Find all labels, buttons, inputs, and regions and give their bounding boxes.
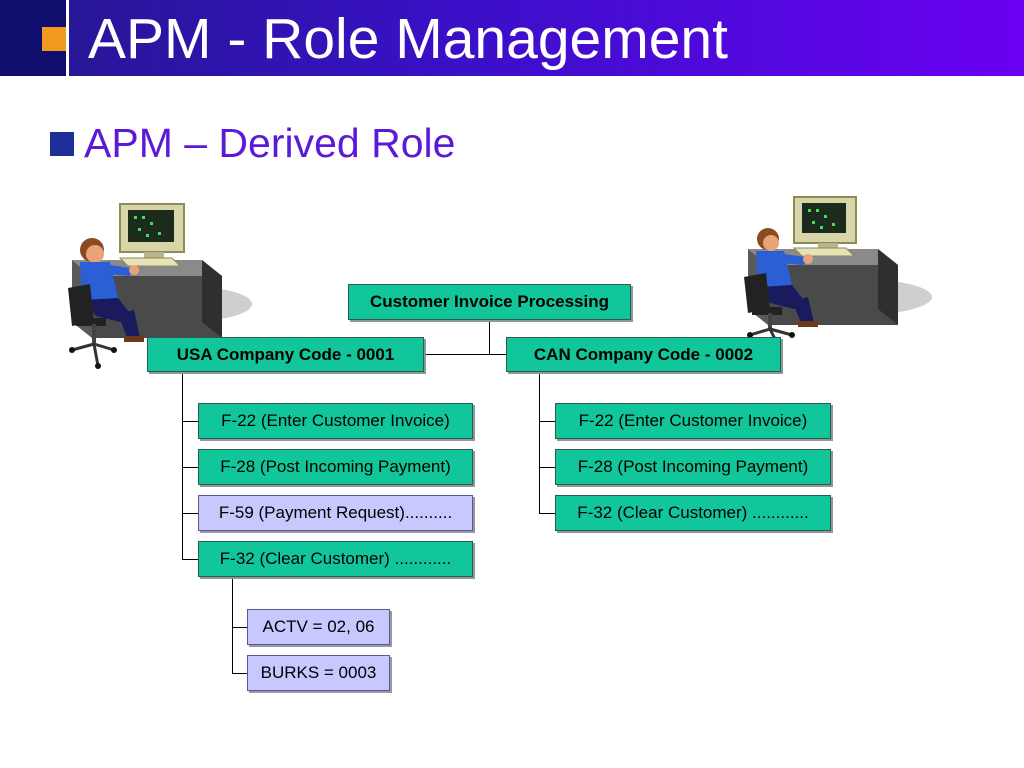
usa-trunk [182, 372, 183, 560]
can-branch [539, 421, 555, 422]
usa-transaction-node: F-32 (Clear Customer) ............ [198, 541, 473, 577]
bullet-square-icon [50, 132, 74, 156]
usa-transaction-node: F-28 (Post Incoming Payment) [198, 449, 473, 485]
usa-transaction-node: F-22 (Enter Customer Invoice) [198, 403, 473, 439]
title-accent-square-icon [42, 27, 66, 51]
can-trunk [539, 372, 540, 514]
user-at-computer-icon [68, 203, 252, 369]
field-branch [232, 673, 247, 674]
usa-branch [182, 421, 198, 422]
root-node: Customer Invoice Processing [348, 284, 631, 320]
usa-branch [182, 559, 198, 560]
field-value-node: BURKS = 0003 [247, 655, 390, 691]
user-at-computer-icon [744, 196, 932, 344]
can-branch [539, 513, 555, 514]
can-transaction-node: F-32 (Clear Customer) ............ [555, 495, 831, 531]
root-connector [489, 320, 490, 354]
title-bar [0, 0, 1024, 76]
slide-title: APM - Role Management [88, 7, 728, 71]
company-connector [424, 354, 506, 355]
field-trunk [232, 577, 233, 673]
usa-branch [182, 513, 198, 514]
usa-branch [182, 467, 198, 468]
can-company-node: CAN Company Code - 0002 [506, 337, 781, 372]
title-separator [66, 0, 69, 76]
title-rule [0, 76, 1024, 79]
usa-transaction-node: F-59 (Payment Request).......... [198, 495, 473, 531]
can-branch [539, 467, 555, 468]
can-transaction-node: F-22 (Enter Customer Invoice) [555, 403, 831, 439]
field-value-node: ACTV = 02, 06 [247, 609, 390, 645]
can-transaction-node: F-28 (Post Incoming Payment) [555, 449, 831, 485]
bullet-heading: APM – Derived Role [84, 120, 456, 166]
usa-company-node: USA Company Code - 0001 [147, 337, 424, 372]
field-branch [232, 627, 247, 628]
